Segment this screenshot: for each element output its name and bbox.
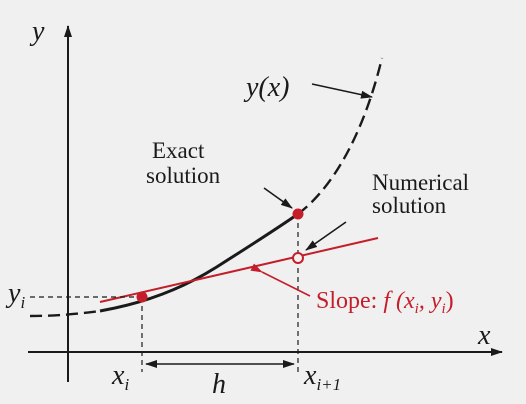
point-exact — [292, 208, 304, 220]
exact-solution-label-line1: Exact — [152, 138, 205, 163]
exact-curve-dashed-left — [29, 309, 101, 318]
point-xi-yi — [136, 291, 148, 303]
tangent-line — [99, 237, 379, 303]
exact-curve-solid — [99, 212, 299, 313]
xi-tick-label: xi — [111, 360, 129, 394]
slope-label-arrow — [250, 263, 311, 297]
exact-label-arrow — [263, 187, 293, 209]
exact-solution-label-line2: solution — [146, 163, 221, 188]
numerical-solution-label-line2: solution — [372, 193, 447, 218]
numerical-label-arrow — [305, 221, 347, 251]
y-axis-label: y — [29, 16, 45, 47]
numerical-solution-label-line1: Numerical — [372, 170, 469, 195]
x-axis-label: x — [477, 320, 491, 351]
xi1-tick-label: xi+1 — [303, 360, 341, 394]
curve-label: y(x) — [243, 72, 290, 103]
slope-label: Slope: f (xi, yi) — [316, 288, 454, 317]
yx-label-arrow — [311, 83, 373, 99]
yi-tick-label: yi — [5, 278, 25, 312]
point-numerical — [292, 252, 304, 264]
h-label: h — [212, 369, 226, 400]
exact-curve-dashed-right — [297, 57, 384, 215]
